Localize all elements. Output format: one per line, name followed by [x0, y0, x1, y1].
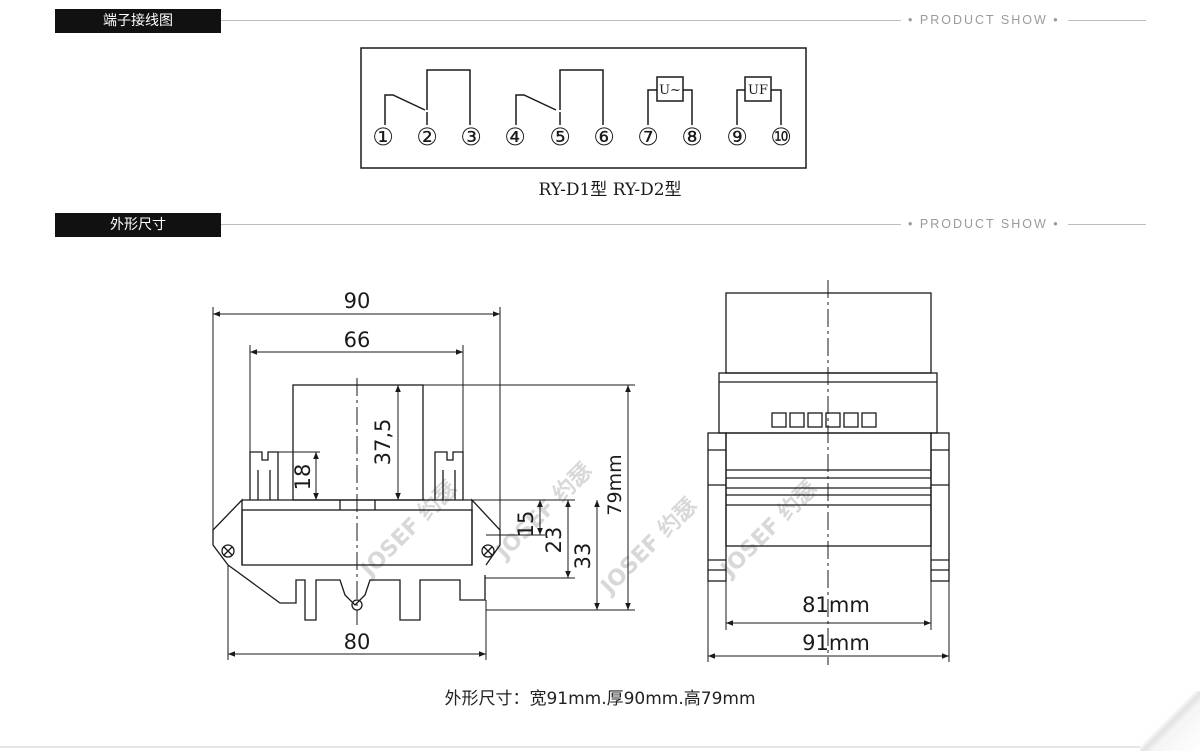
- product-show-tag: • PRODUCT SHOW •: [904, 12, 1064, 28]
- side-mount-hole-left: [221, 544, 235, 558]
- side-terminal-right: [434, 451, 464, 500]
- section-rule-right: [1068, 224, 1146, 225]
- dot-icon: •: [908, 217, 915, 231]
- side-terminal-left: [249, 451, 279, 500]
- module-uf-lead-right: [771, 89, 782, 125]
- side-right-flange: [471, 498, 501, 566]
- terminal-8: ⑧: [681, 123, 703, 151]
- terminal-9: ⑨: [726, 123, 748, 151]
- wiring-frame: [360, 47, 807, 169]
- module-u-box: [656, 76, 684, 102]
- front-right-rail: [930, 432, 950, 582]
- product-show-text: PRODUCT SHOW: [919, 13, 1048, 27]
- dim-label-15: 15: [514, 511, 538, 538]
- dim-label-91mm: 91mm: [802, 631, 870, 655]
- side-dimensions: [212, 307, 635, 660]
- dim-label-37-5: 37,5: [371, 419, 395, 466]
- module-u-lead-left: [647, 89, 657, 125]
- module-label-uf: UF: [748, 83, 768, 98]
- section-rule-right: [1068, 20, 1146, 21]
- side-din-clip: [227, 564, 486, 621]
- bottom-divider: [0, 746, 1200, 748]
- terminal-6: ⑥: [593, 123, 615, 151]
- dim-label-18: 18: [291, 464, 315, 491]
- model-label: RY-D1型 RY-D2型: [538, 180, 681, 200]
- module-uf-lead-left: [736, 89, 745, 125]
- dim-label-23: 23: [542, 527, 566, 554]
- side-view: [212, 384, 501, 621]
- terminal-4: ④: [504, 123, 526, 151]
- module-label-u: U~: [659, 83, 681, 98]
- section-rule-left: [221, 20, 901, 21]
- section-title-wiring: 端子接线图: [55, 9, 221, 33]
- dim-label-80: 80: [344, 630, 371, 654]
- terminal-10: ⑩: [770, 123, 792, 151]
- front-dimensions: [707, 546, 950, 662]
- dot-icon: •: [908, 13, 915, 27]
- page-curl-decoration: [1140, 691, 1200, 751]
- product-show-tag: • PRODUCT SHOW •: [904, 216, 1064, 232]
- side-relay-body: [292, 384, 424, 501]
- relay1-contact-no: [426, 69, 471, 125]
- product-show-text: PRODUCT SHOW: [919, 217, 1048, 231]
- dimension-caption: 外形尺寸：宽91mm.厚90mm.高79mm: [444, 689, 756, 709]
- relay1-contact-arm: [384, 94, 426, 125]
- dot-icon: •: [1053, 217, 1060, 231]
- dim-label-90: 90: [344, 289, 371, 313]
- dim-label-81mm: 81mm: [802, 593, 870, 617]
- side-left-flange: [212, 498, 243, 566]
- section-rule-left: [221, 224, 901, 225]
- dim-label-79mm: 79mm: [604, 454, 626, 515]
- wiring-diagram: [360, 47, 807, 169]
- watermark: JOSEF 约瑟: [354, 476, 462, 584]
- terminal-3: ③: [460, 123, 482, 151]
- watermark: JOSEF 约瑟: [714, 476, 822, 584]
- module-u-lead-right: [683, 89, 693, 125]
- front-indicator-row: [771, 412, 877, 428]
- relay2-contact-no: [559, 69, 604, 125]
- terminal-1: ①: [372, 123, 394, 151]
- module-uf-box: [744, 76, 772, 102]
- section-title-dimensions: 外形尺寸: [55, 213, 221, 237]
- terminal-7: ⑦: [637, 123, 659, 151]
- front-left-rail: [707, 432, 727, 582]
- dim-label-66: 66: [344, 328, 371, 352]
- terminal-5: ⑤: [549, 123, 571, 151]
- relay2-contact-arm: [515, 94, 557, 125]
- terminal-2: ②: [416, 123, 438, 151]
- dim-label-33: 33: [571, 543, 595, 570]
- dot-icon: •: [1053, 13, 1060, 27]
- side-mount-hole-right: [481, 544, 495, 558]
